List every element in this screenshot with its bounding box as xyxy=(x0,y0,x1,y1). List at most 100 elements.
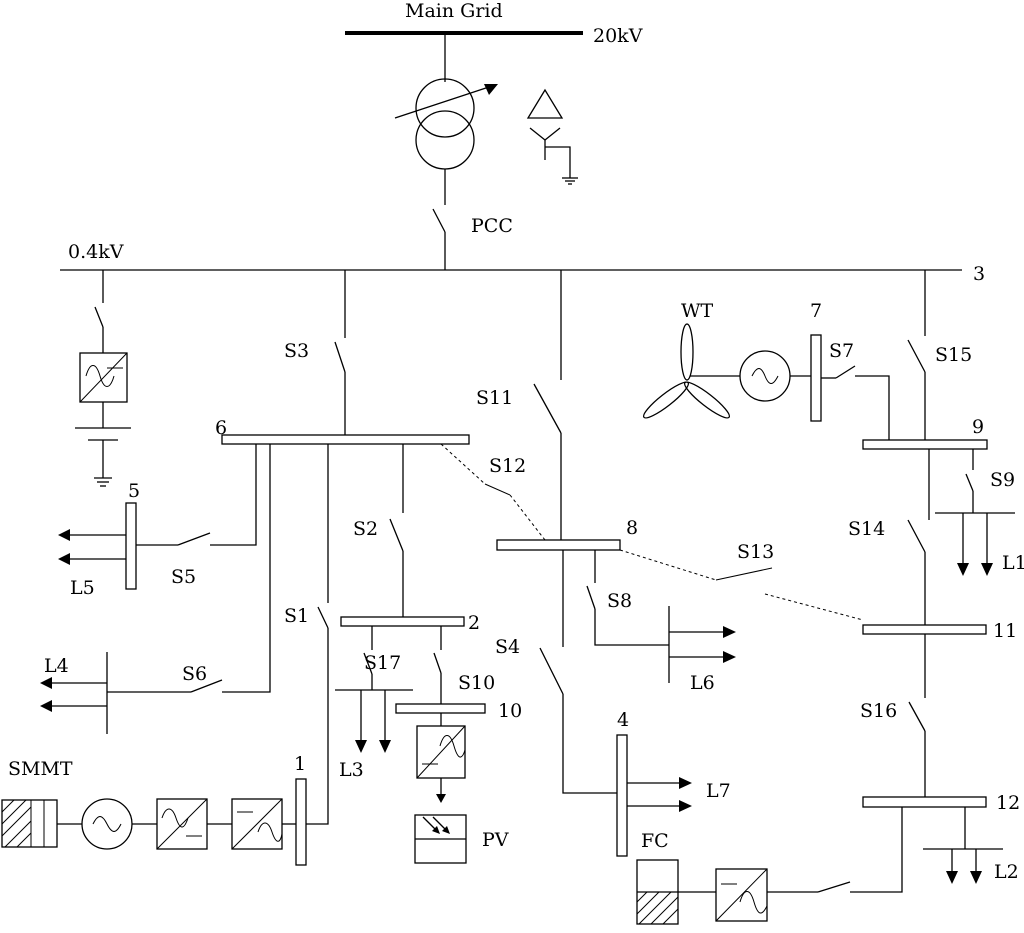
bus-10-label: 10 xyxy=(498,700,522,722)
main-grid-label: Main Grid xyxy=(405,0,503,22)
bus-7 xyxy=(810,334,822,422)
switch-s6[interactable] xyxy=(190,679,223,693)
switch-s4-label: S4 xyxy=(495,636,520,658)
transformer-primary-winding xyxy=(415,78,475,138)
load-l2 xyxy=(946,849,982,884)
lv-voltage-label: 0.4kV xyxy=(68,241,124,263)
load-l6 xyxy=(669,626,736,663)
transformer-secondary-winding xyxy=(415,110,475,170)
smmt-rectifier-icon xyxy=(156,798,208,850)
switch-s3[interactable] xyxy=(334,341,346,373)
bus-1 xyxy=(295,778,307,866)
smmt-inverter-icon xyxy=(231,798,283,850)
switch-s16[interactable] xyxy=(908,701,926,732)
bus-3-label: 3 xyxy=(973,263,985,285)
load-l6-label: L6 xyxy=(690,672,715,694)
smmt-turbine-icon xyxy=(1,799,58,848)
bus-11-label: 11 xyxy=(993,620,1017,642)
switch-s10-label: S10 xyxy=(458,672,495,694)
switch-s5[interactable] xyxy=(177,532,211,546)
bus-10 xyxy=(395,703,486,714)
switch-s2[interactable] xyxy=(389,518,404,552)
switch-s9[interactable] xyxy=(965,473,974,492)
wt-label: WT xyxy=(681,300,714,322)
switch-s1-label: S1 xyxy=(284,605,309,627)
bus-6 xyxy=(221,434,470,445)
switch-s5-label: S5 xyxy=(171,566,196,588)
switch-s10[interactable] xyxy=(433,652,442,674)
battery-inverter-icon xyxy=(79,352,128,403)
fc-switch[interactable] xyxy=(817,881,851,893)
wind-turbine-icon xyxy=(642,323,740,419)
smmt-label: SMMT xyxy=(8,758,73,780)
bus-12-label: 12 xyxy=(996,792,1020,814)
switch-s13[interactable] xyxy=(715,567,773,581)
wt-generator-icon xyxy=(739,350,791,402)
battery-storage-branch xyxy=(75,270,131,487)
bus-11 xyxy=(862,624,987,635)
tap-changer-arrow-icon xyxy=(394,84,496,119)
switch-s14[interactable] xyxy=(907,519,926,553)
load-l1-label: L1 xyxy=(1002,552,1024,574)
switch-s14-label: S14 xyxy=(848,518,885,540)
switch-s16-label: S16 xyxy=(860,700,897,722)
bus-2 xyxy=(340,616,465,627)
load-l3-label: L3 xyxy=(339,759,364,781)
bus-4-label: 4 xyxy=(617,709,629,731)
switch-s11[interactable] xyxy=(533,383,562,434)
fuel-cell-icon xyxy=(636,859,679,925)
pv-panel-icon xyxy=(414,814,467,864)
switch-s15[interactable] xyxy=(907,339,926,373)
load-l4-label: L4 xyxy=(44,655,69,677)
bus-7-label: 7 xyxy=(810,300,822,322)
load-l4 xyxy=(40,677,107,712)
switch-s12[interactable] xyxy=(484,483,511,496)
load-l7 xyxy=(627,777,692,812)
bus-1-label: 1 xyxy=(294,753,306,775)
main-grid: Main Grid 20kV xyxy=(345,0,643,82)
bus-5 xyxy=(125,502,137,590)
bus-9 xyxy=(862,439,988,450)
smmt-chain xyxy=(1,798,296,850)
winding-connection-symbol xyxy=(526,88,578,185)
bus-6-label: 6 xyxy=(215,417,227,439)
pv-inverter-icon xyxy=(416,725,466,779)
fc-inverter-icon xyxy=(715,868,768,922)
delta-icon xyxy=(526,88,564,119)
switch-s7[interactable] xyxy=(835,365,856,379)
load-l5 xyxy=(58,529,126,565)
pv-label: PV xyxy=(482,829,509,851)
bus-4 xyxy=(616,734,628,857)
switch-s11-label: S11 xyxy=(476,387,513,409)
switch-s1[interactable] xyxy=(317,606,329,629)
oltc-transformer xyxy=(394,78,498,205)
bus-2-label: 2 xyxy=(468,612,480,634)
switch-s3-label: S3 xyxy=(284,340,309,362)
bus-12 xyxy=(862,796,987,808)
hv-voltage-label: 20kV xyxy=(593,25,643,47)
load-l3 xyxy=(355,690,391,753)
switch-s17[interactable] xyxy=(363,652,373,675)
bus-8-label: 8 xyxy=(626,517,638,539)
switch-s4[interactable] xyxy=(539,647,564,695)
switch-s17-label: S17 xyxy=(364,652,401,674)
bus-5-label: 5 xyxy=(128,480,140,502)
load-l2-label: L2 xyxy=(994,861,1019,883)
smmt-generator-icon xyxy=(81,798,133,850)
load-l5-label: L5 xyxy=(70,577,95,599)
pcc-switch[interactable] xyxy=(432,208,446,270)
battery-switch[interactable] xyxy=(94,306,104,328)
switch-s2-label: S2 xyxy=(353,518,378,540)
switch-s15-label: S15 xyxy=(935,344,972,366)
pcc-label: PCC xyxy=(471,215,513,237)
wye-icon xyxy=(529,127,546,141)
load-l7-label: L7 xyxy=(706,780,731,802)
bus-9-label: 9 xyxy=(972,416,984,438)
load-l1 xyxy=(957,513,993,576)
switch-s13-label: S13 xyxy=(737,541,774,563)
switch-s6-label: S6 xyxy=(182,663,207,685)
switch-s8[interactable] xyxy=(586,585,596,610)
bus-8 xyxy=(496,539,621,551)
switch-s9-label: S9 xyxy=(990,469,1015,491)
